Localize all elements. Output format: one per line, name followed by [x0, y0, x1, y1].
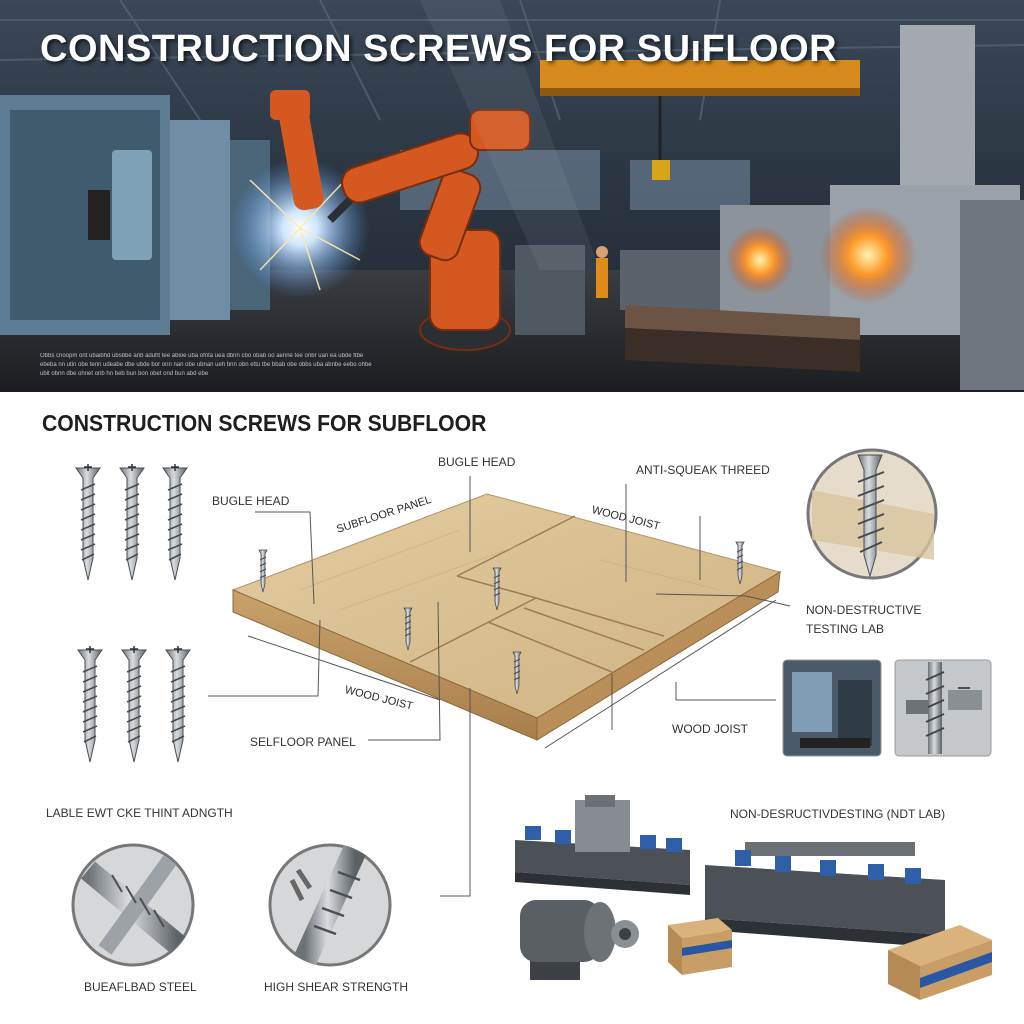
label-bugle-head-steel: BUEAFLBAD STEEL: [84, 980, 197, 994]
label-high-shear-strength: HIGH SHEAR STRENGTH: [264, 980, 409, 994]
testing-machine-small: [515, 795, 690, 895]
subfloor-panel-illustration: [231, 493, 782, 741]
thread-testing-closeup: [894, 659, 992, 757]
high-shear-strength-detail: [268, 843, 392, 967]
testing-machine-large: [705, 842, 945, 948]
bugle-screw-icon: [119, 463, 145, 581]
bugle-screw-icon: [77, 645, 103, 763]
label-selfloor-panel: SELFLOOR PANEL: [250, 735, 356, 749]
leader-lines: [208, 476, 791, 897]
shipping-box-small: [668, 918, 732, 975]
screw-group-bottom: [77, 645, 191, 763]
factory-hero-image: CONSTRUCTION SCREWS FOR SUıFLOOR Obbs cn…: [0, 0, 1024, 392]
label-ndt-lab-bottom: NON-DESRUCTIVDESTING (NDT LAB): [730, 807, 946, 821]
label-anti-squeak-thread: ANTI-SQUEAK THREED: [636, 463, 770, 477]
motor-unit: [520, 900, 639, 980]
screw-group-top: [75, 463, 188, 581]
factory-scene-illustration: [0, 0, 1024, 392]
bugle-screw-icon: [121, 645, 147, 763]
label-bugle-head-top: BUGLE HEAD: [438, 455, 516, 469]
subfloor-diagram: [71, 448, 992, 1000]
hero-caption-text: Obbs cnoopm ont ubaibhd ubsbbe anb aduht…: [40, 353, 372, 377]
shipping-box-large: [888, 925, 992, 1000]
ndt-lab-photo: [782, 659, 882, 757]
section-title: CONSTRUCTION SCREWS FOR SUBFLOOR: [42, 410, 487, 436]
bugle-screw-icon: [75, 463, 101, 581]
hero-title: CONSTRUCTION SCREWS FOR SUıFLOOR: [40, 28, 838, 70]
bugle-screw-icon: [165, 645, 191, 763]
anti-squeak-thread-detail: [806, 448, 938, 580]
label-ndt-lab-line2: TESTING LAB: [806, 622, 885, 636]
label-ndt-lab-line1: NON-DESTRUCTIVE: [806, 603, 922, 617]
label-bugle-head-left: BUGLE HEAD: [212, 494, 290, 508]
bugle-screw-icon: [162, 463, 188, 581]
label-wood-joist-right: WOOD JOIST: [672, 722, 748, 736]
bugle-head-steel-detail: [71, 843, 195, 967]
label-screw-length: LABLE EWT CKE THINT ADNGTH: [46, 806, 233, 820]
